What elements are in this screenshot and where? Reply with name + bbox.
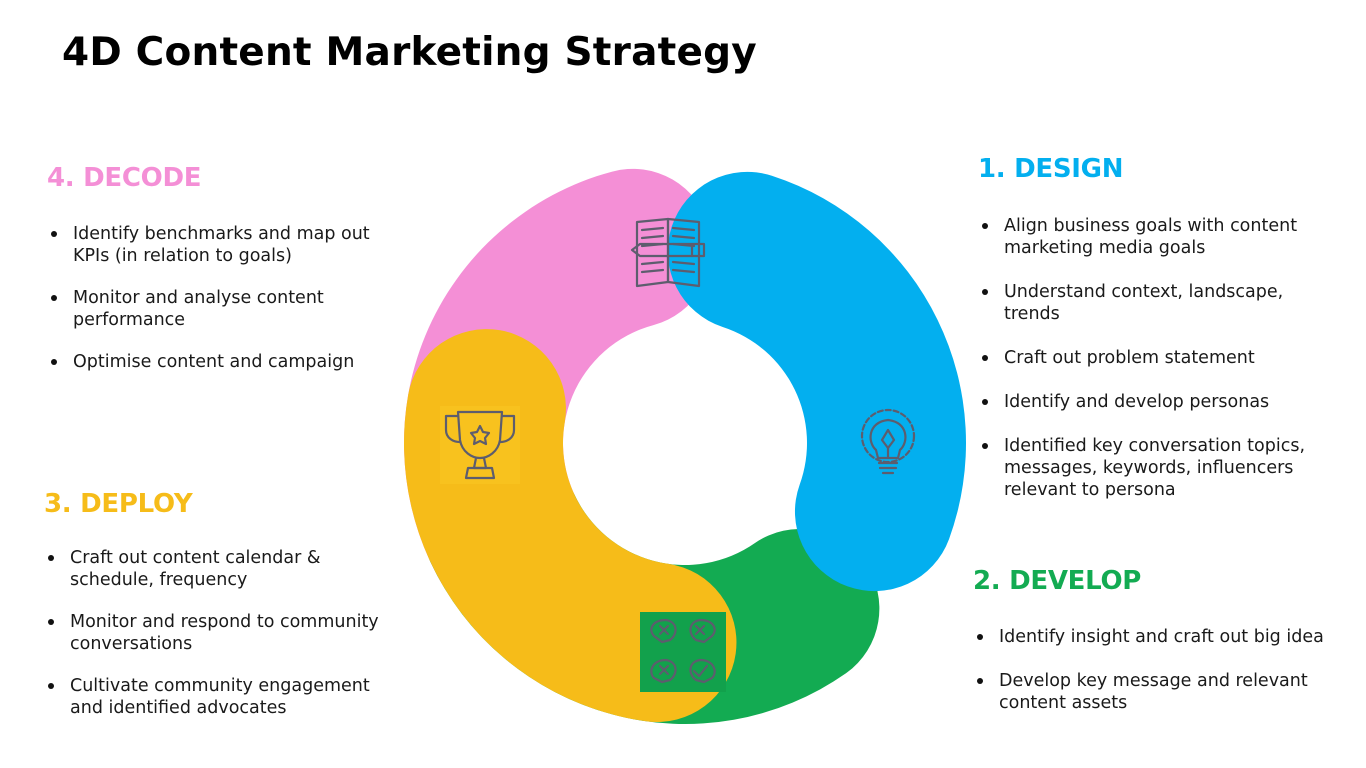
book-pencil-icon <box>630 217 706 288</box>
lightbulb-icon <box>860 408 916 475</box>
phase-deploy-list: Craft out content calendar & schedule, f… <box>44 547 399 719</box>
list-item: Align business goals with content market… <box>978 215 1330 259</box>
list-item: Identify and develop personas <box>978 391 1330 413</box>
list-item: Craft out problem statement <box>978 347 1330 369</box>
cycle-segments <box>403 168 966 724</box>
phase-deploy: 3. DEPLOY Craft out content calendar & s… <box>44 489 399 739</box>
phase-decode: 4. DECODE Identify benchmarks and map ou… <box>47 163 392 393</box>
segment-design <box>667 171 966 592</box>
phase-develop-list: Identify insight and craft out big idea … <box>973 626 1353 714</box>
phase-design-list: Align business goals with content market… <box>978 215 1330 501</box>
list-item: Identify insight and craft out big idea <box>973 626 1353 648</box>
phase-deploy-heading: 3. DEPLOY <box>44 489 193 519</box>
list-item: Cultivate community engagement and ident… <box>44 675 399 719</box>
list-item: Optimise content and campaign <box>47 351 392 373</box>
list-item: Develop key message and relevant content… <box>973 670 1353 714</box>
list-item: Understand context, landscape, trends <box>978 281 1330 325</box>
phase-decode-heading: 4. DECODE <box>47 163 202 193</box>
phase-design: 1. DESIGN Align business goals with cont… <box>978 154 1330 523</box>
ideas-grid-icon <box>640 612 726 692</box>
cycle-icons <box>440 217 916 692</box>
phase-develop-heading: 2. DEVELOP <box>973 566 1142 596</box>
list-item: Identify benchmarks and map out KPIs (in… <box>47 223 392 267</box>
list-item: Monitor and analyse content performance <box>47 287 392 331</box>
phase-design-heading: 1. DESIGN <box>978 154 1124 184</box>
phase-decode-list: Identify benchmarks and map out KPIs (in… <box>47 223 392 373</box>
list-item: Identified key conversation topics, mess… <box>978 435 1330 501</box>
phase-develop: 2. DEVELOP Identify insight and craft ou… <box>973 566 1353 736</box>
list-item: Monitor and respond to community convers… <box>44 611 399 655</box>
list-item: Craft out content calendar & schedule, f… <box>44 547 399 591</box>
page-title: 4D Content Marketing Strategy <box>62 30 757 75</box>
trophy-icon <box>440 406 520 484</box>
